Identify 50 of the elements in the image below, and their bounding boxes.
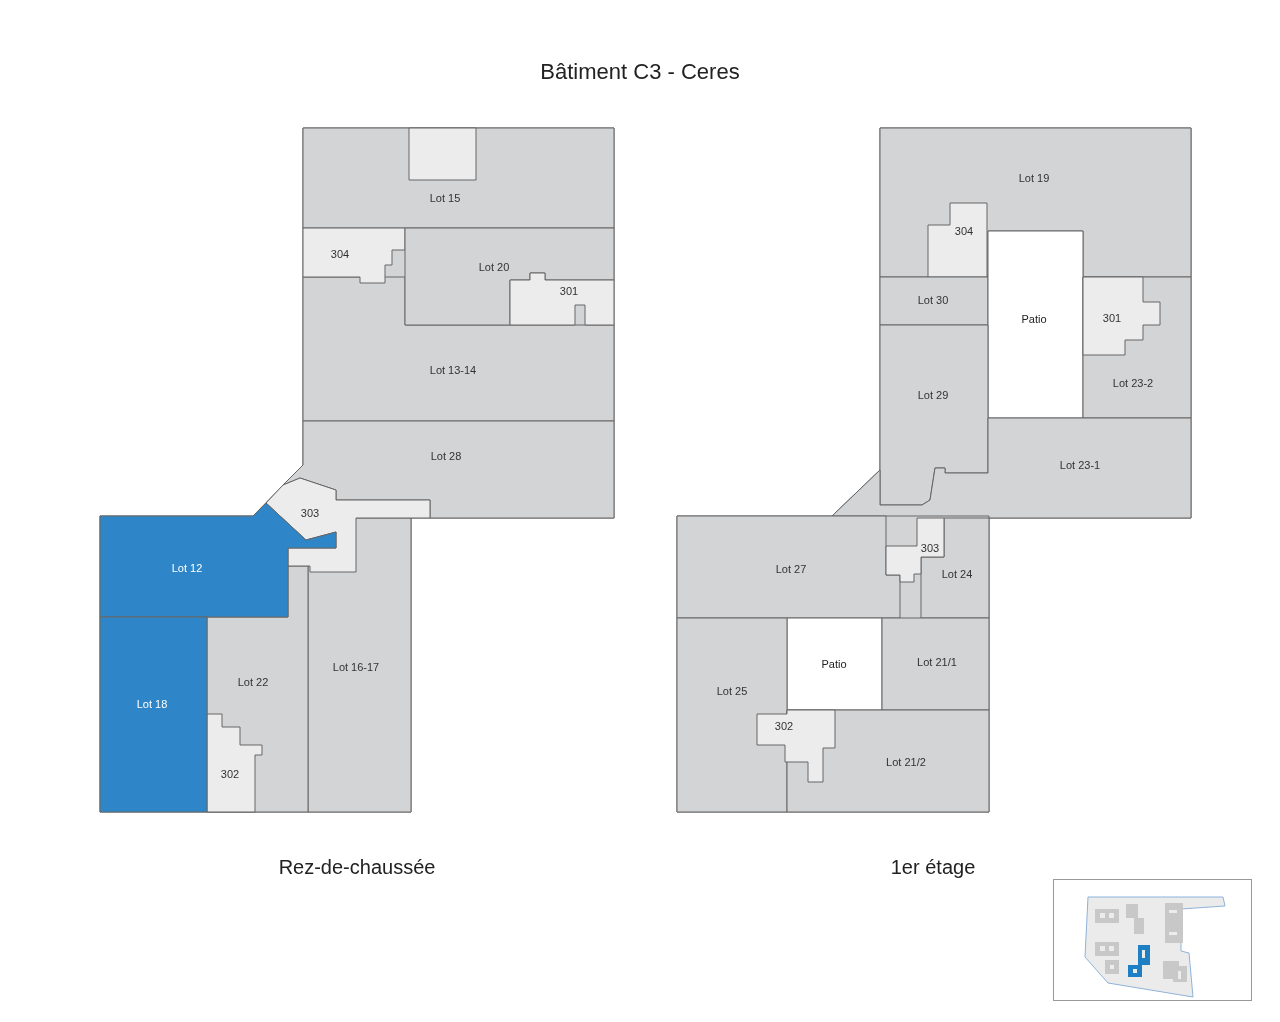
- lot-area: [921, 518, 989, 618]
- room-label: Lot 30: [917, 294, 949, 306]
- service-area: [266, 478, 430, 572]
- room-label: Lot 16-17: [332, 661, 380, 673]
- room-label: 304: [954, 225, 974, 237]
- service-area: [303, 228, 405, 283]
- room-label: Lot 23-1: [1059, 459, 1101, 471]
- lot-area: [303, 277, 614, 421]
- lot-area: [405, 228, 614, 325]
- room-label: Lot 13-14: [429, 364, 477, 376]
- room-label: 303: [920, 542, 940, 554]
- floor-caption: 1er étage: [890, 857, 976, 877]
- floor-caption: Rez-de-chaussée: [278, 857, 436, 877]
- room-label: Lot 28: [430, 450, 462, 462]
- room-label: Lot 20: [478, 261, 510, 273]
- room-label: Lot 12: [171, 562, 203, 574]
- room-label: Lot 24: [941, 568, 973, 580]
- patio-area: [988, 231, 1083, 418]
- room-label: Lot 18: [136, 698, 168, 710]
- service-area: [1083, 277, 1160, 355]
- room-label: 301: [1102, 312, 1122, 324]
- room-label: Lot 22: [237, 676, 269, 688]
- service-area: [886, 518, 944, 582]
- lot-area: [880, 277, 988, 325]
- room-label: 304: [330, 248, 350, 260]
- lot-area: [1083, 277, 1191, 418]
- room-label: Patio: [821, 658, 847, 670]
- room-label: Patio: [1021, 313, 1047, 325]
- lot-area: [283, 421, 614, 518]
- room-label: 303: [300, 507, 320, 519]
- service-area: [757, 710, 835, 782]
- room-label: Lot 27: [775, 563, 807, 575]
- diagram-title: Bâtiment C3 - Ceres: [540, 61, 740, 83]
- room-label: Lot 19: [1018, 172, 1050, 184]
- patio-area: [787, 618, 882, 710]
- room-label: Lot 23-2: [1112, 377, 1154, 389]
- highlighted-lot-area: [100, 503, 336, 617]
- highlighted-lot-area: [100, 617, 207, 812]
- room-label: 301: [559, 285, 579, 297]
- room-label: Lot 21/1: [917, 656, 957, 668]
- room-label: Lot 15: [429, 192, 461, 204]
- room-label: 302: [774, 720, 794, 732]
- room-label: Lot 25: [716, 685, 748, 697]
- lot-area: [677, 516, 900, 618]
- service-area: [510, 273, 614, 325]
- room-label: 302: [220, 768, 240, 780]
- service-area: [207, 714, 262, 812]
- lot-area: [882, 618, 989, 710]
- lot-area: [303, 128, 614, 228]
- room-label: Lot 21/2: [886, 756, 926, 768]
